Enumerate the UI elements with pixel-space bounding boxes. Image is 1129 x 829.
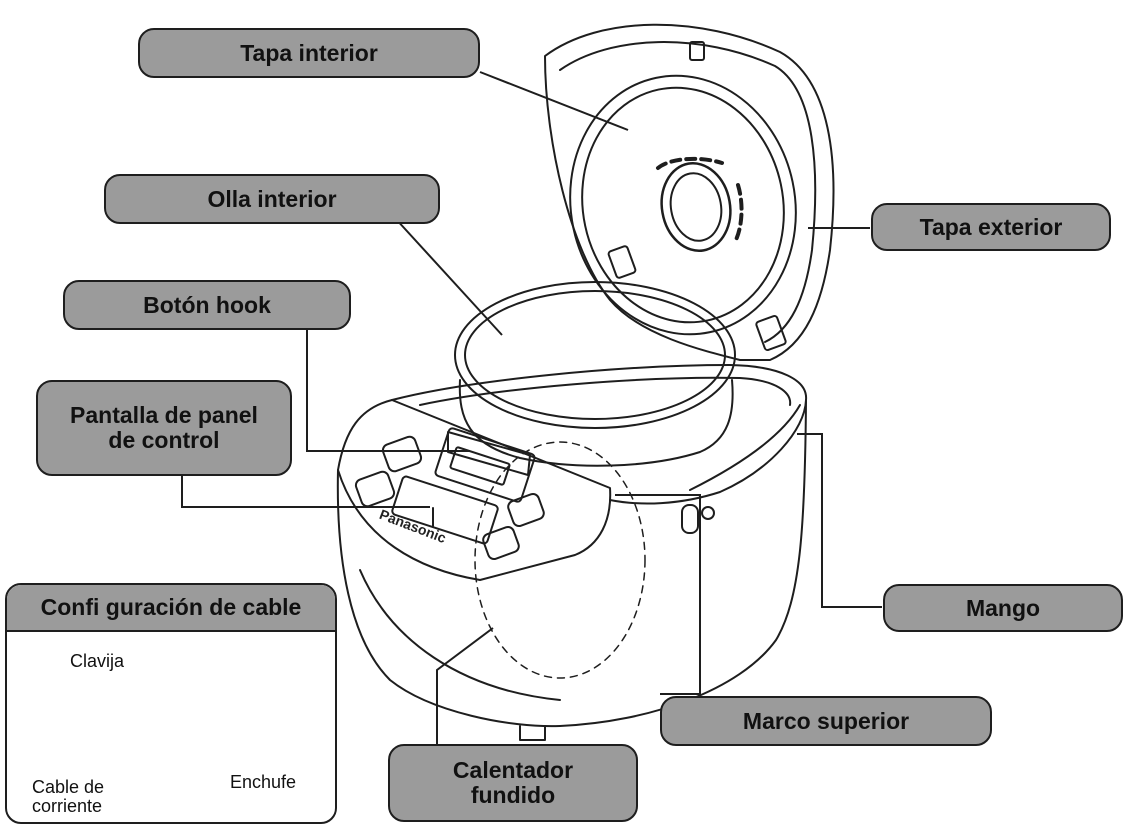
leader-marco-superior	[615, 494, 701, 695]
cooker-body	[336, 399, 807, 728]
leader-tapa-interior	[479, 71, 629, 131]
leader-olla-interior	[394, 217, 503, 336]
label-tapa-exterior: Tapa exterior	[871, 203, 1111, 251]
label-boton-hook: Botón hook	[63, 280, 351, 330]
label-cable-de-corriente: Cable de corriente	[32, 777, 105, 816]
label-mango: Mango	[883, 584, 1123, 632]
handle	[689, 404, 801, 491]
induction-heater	[474, 441, 646, 679]
hook-button	[447, 431, 531, 476]
leader-calentador	[436, 627, 494, 748]
inner-lid	[569, 74, 797, 336]
label-marco-superior: Marco superior	[660, 696, 992, 746]
control-panel	[337, 399, 612, 581]
label-tapa-interior: Tapa interior	[138, 28, 480, 78]
leader-mango	[797, 433, 882, 608]
label-clavija: Clavija	[70, 651, 125, 671]
leader-pantalla	[181, 476, 430, 508]
steam-vent	[660, 162, 732, 252]
inset-title: Confi guración de cable	[7, 585, 335, 632]
inner-pot	[454, 281, 736, 429]
label-olla-interior: Olla interior	[104, 174, 440, 224]
leader-boton-hook	[306, 328, 470, 452]
outer-lid	[544, 23, 835, 361]
label-enchufe: Enchufe	[230, 772, 297, 792]
cord-configuration-inset: Confi guración de cable	[5, 583, 337, 824]
